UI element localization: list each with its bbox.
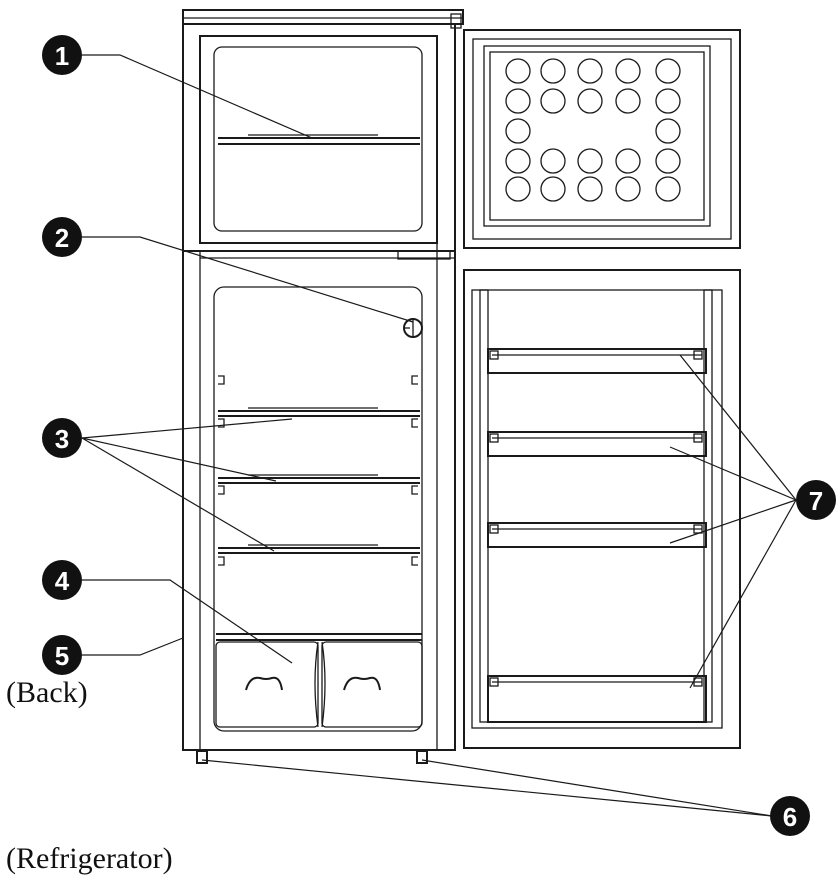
ice-cell [577, 88, 603, 114]
callout-7: 7 [796, 480, 836, 520]
refrigerator-caption: (Refrigerator) [6, 842, 173, 875]
ice-cell [615, 58, 641, 84]
back-caption: (Back) [6, 676, 88, 709]
hinges [397, 13, 462, 260]
callout-4: 4 [42, 560, 82, 600]
callout-5-label: 5 [55, 641, 69, 671]
callout-1-label: 1 [55, 41, 69, 71]
ice-cell [540, 88, 566, 114]
ice-cell [615, 176, 641, 202]
ice-cell [655, 176, 681, 202]
cabinet-body [182, 23, 456, 751]
callout-6: 6 [770, 796, 810, 836]
ice-cell [577, 176, 603, 202]
ice-cell [505, 88, 531, 114]
fridge-shelf-2 [218, 474, 420, 484]
crisper-drawers [215, 641, 423, 728]
callout-7-label: 7 [809, 486, 823, 516]
ice-tray-cells [505, 58, 681, 202]
callout-2: 2 [42, 217, 82, 257]
ice-cell [615, 148, 641, 174]
ice-cell [655, 118, 681, 144]
ice-cell [615, 88, 641, 114]
ice-cell [577, 58, 603, 84]
freezer-shelf [218, 134, 420, 145]
callout-4-label: 4 [55, 566, 70, 596]
door-bin-1 [487, 348, 707, 374]
callout-6-label: 6 [783, 802, 797, 832]
door-bin-2 [487, 431, 707, 457]
ice-cell [655, 58, 681, 84]
shelf-supports [218, 375, 418, 566]
callout-5: 5 [42, 635, 82, 675]
top-cap [182, 9, 464, 25]
ice-cell [540, 148, 566, 174]
ice-cell [540, 176, 566, 202]
door-bin-4 [487, 675, 707, 723]
leveling-feet [196, 750, 428, 764]
leader-lines [81, 54, 797, 817]
callout-1: 1 [42, 35, 82, 75]
fridge-door [463, 269, 741, 749]
freezer-door [463, 29, 741, 249]
callout-2-label: 2 [55, 223, 69, 253]
ice-cell [577, 148, 603, 174]
fridge-shelf-1 [218, 407, 420, 417]
callout-3: 3 [42, 418, 82, 458]
ice-cell [505, 118, 531, 144]
ice-cell [540, 58, 566, 84]
fridge-shelf-3 [218, 544, 420, 554]
callout-3-label: 3 [55, 424, 69, 454]
ice-cell [505, 58, 531, 84]
ice-cell [505, 148, 531, 174]
ice-cell [655, 148, 681, 174]
fridge-compartment [213, 286, 423, 732]
freezer-compartment [199, 35, 438, 244]
crisper-cover [216, 633, 422, 641]
door-bin-3 [487, 522, 707, 548]
ice-cell [655, 88, 681, 114]
ice-cell [505, 176, 531, 202]
